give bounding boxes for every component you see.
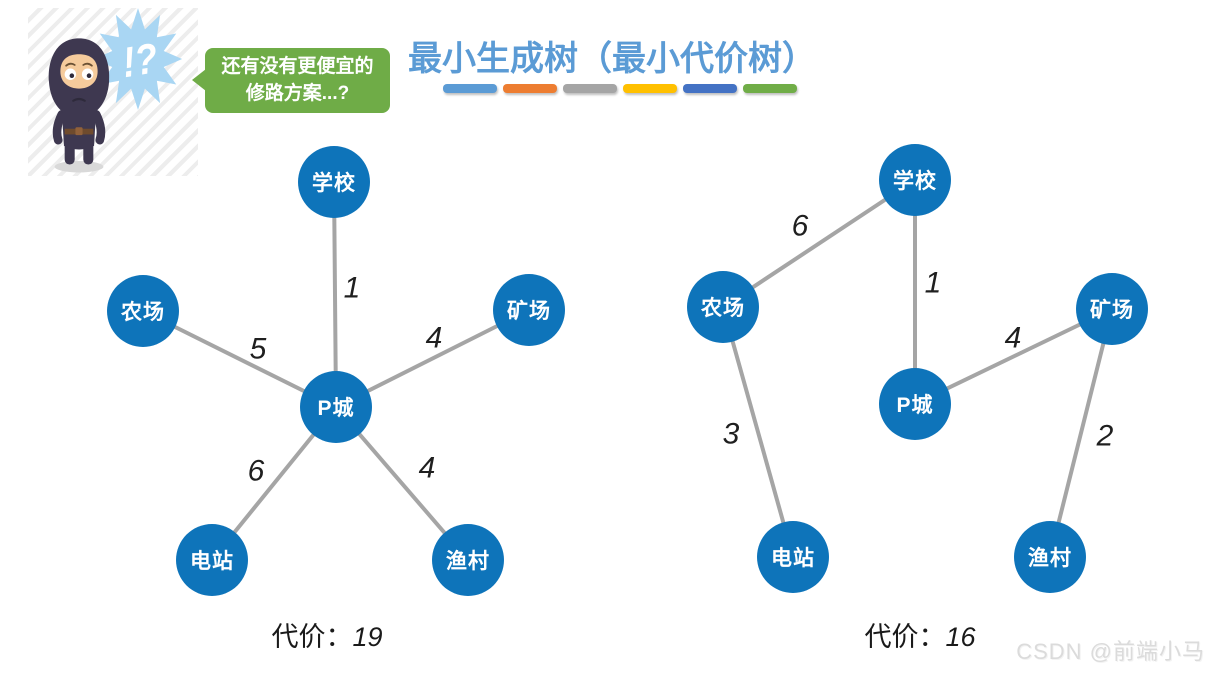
edge-weight-school-farm: 6 bbox=[792, 210, 809, 243]
ninja-left-arm bbox=[52, 110, 67, 145]
edge-mine-fishing bbox=[1048, 307, 1114, 559]
ninja-belt-buckle bbox=[75, 127, 83, 136]
graph-node-mine: 矿场 bbox=[1076, 273, 1148, 345]
accent-dash bbox=[443, 84, 497, 93]
ninja-shadow bbox=[54, 160, 104, 173]
graph-node-power: 电站 bbox=[176, 524, 248, 596]
graph-node-pcity: P城 bbox=[300, 371, 372, 443]
speech-bubble-line-1: 还有没有更便宜的 bbox=[221, 56, 374, 78]
edge-weight-school-pcity: 1 bbox=[925, 267, 942, 300]
edge-weight-pcity-mine: 4 bbox=[1005, 322, 1022, 355]
graph-node-fishing: 渔村 bbox=[432, 524, 504, 596]
graph-node-fishing: 渔村 bbox=[1014, 521, 1086, 593]
ninja-right-pupil bbox=[86, 73, 92, 78]
edge-farm-power bbox=[721, 305, 795, 559]
graph-node-farm: 农场 bbox=[687, 271, 759, 343]
ninja-left-pupil bbox=[69, 73, 75, 78]
title-accent-dashes bbox=[443, 84, 797, 93]
watermark: CSDN @前端小马 bbox=[1016, 639, 1205, 664]
page-title: 最小生成树（最小代价树） bbox=[408, 40, 816, 78]
speech-bubble-line-2: 修路方案...? bbox=[245, 82, 350, 104]
accent-dash bbox=[563, 84, 617, 93]
graph-node-pcity: P城 bbox=[879, 368, 951, 440]
edge-weight-farm-power: 3 bbox=[723, 418, 740, 451]
ninja-face bbox=[60, 54, 98, 89]
cost-label: 代价： bbox=[864, 622, 946, 652]
cost-label: 代价： bbox=[271, 622, 353, 652]
accent-dash bbox=[683, 84, 737, 93]
ninja-right-arm bbox=[91, 110, 106, 145]
edge-school-farm bbox=[721, 178, 917, 309]
cost-caption: 代价：19 bbox=[217, 615, 437, 654]
graph-node-school: 学校 bbox=[879, 144, 951, 216]
edge-weight-pcity-fishing: 4 bbox=[419, 452, 436, 485]
cost-value: 16 bbox=[945, 622, 976, 652]
exclamation-text: !? bbox=[120, 35, 160, 87]
edge-weight-pcity-school: 1 bbox=[344, 272, 361, 305]
accent-dash bbox=[623, 84, 677, 93]
speech-bubble: 还有没有更便宜的 修路方案...? bbox=[192, 48, 390, 113]
edge-weight-pcity-power: 6 bbox=[248, 455, 265, 488]
edge-weight-pcity-farm: 5 bbox=[250, 333, 267, 366]
cost-caption: 代价：16 bbox=[810, 615, 1030, 654]
ninja-character-illustration bbox=[48, 38, 110, 173]
accent-dash bbox=[743, 84, 797, 93]
graph-node-mine: 矿场 bbox=[493, 274, 565, 346]
edge-weight-pcity-mine: 4 bbox=[426, 322, 443, 355]
burst-star-shape bbox=[93, 8, 183, 110]
graph-node-school: 学校 bbox=[298, 146, 370, 218]
graph-node-power: 电站 bbox=[757, 521, 829, 593]
ninja-right-eyebrow bbox=[82, 62, 93, 67]
ninja-left-eyebrow bbox=[65, 62, 76, 67]
graph-node-farm: 农场 bbox=[107, 275, 179, 347]
exclamation-burst: !? bbox=[93, 8, 183, 110]
cost-value: 19 bbox=[352, 622, 383, 652]
ninja-frown bbox=[72, 97, 86, 102]
edge-weight-mine-fishing: 2 bbox=[1096, 420, 1114, 453]
edge-pcity-school bbox=[332, 180, 338, 409]
accent-dash bbox=[503, 84, 557, 93]
